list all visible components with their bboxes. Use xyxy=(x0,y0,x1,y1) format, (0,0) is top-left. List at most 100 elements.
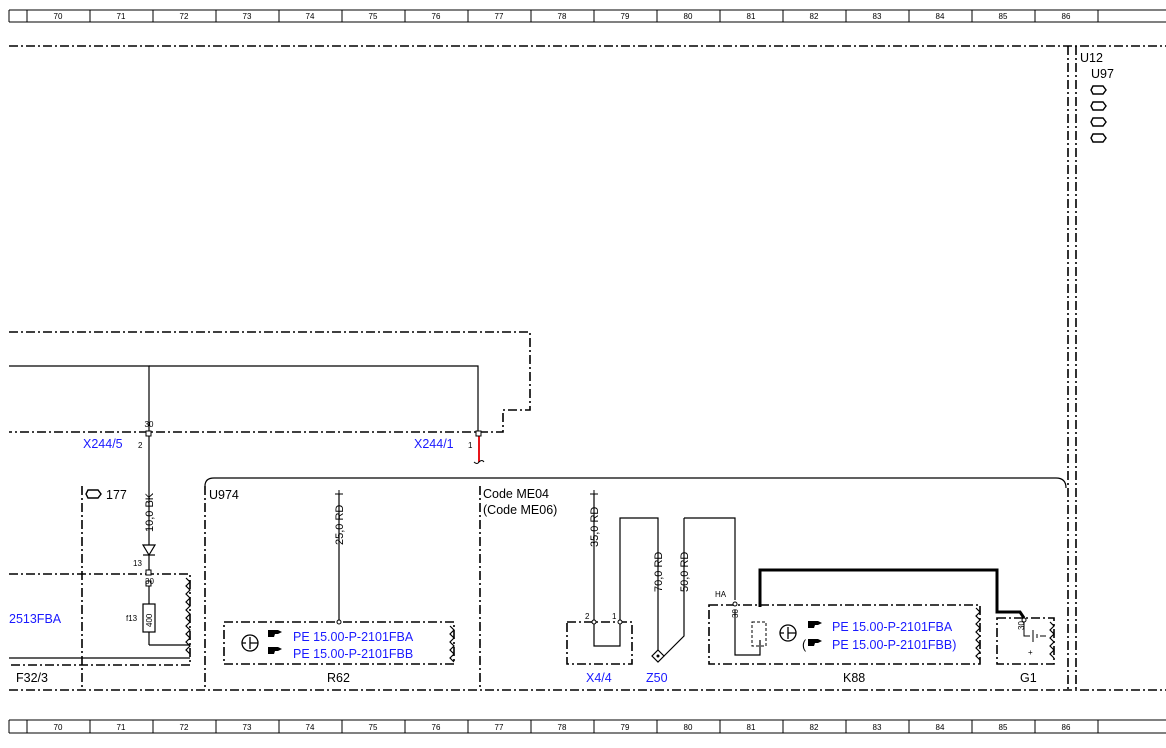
bottom-col-74: 74 xyxy=(306,723,315,732)
fuse-name: f13 xyxy=(126,614,138,623)
u97-label: U97 xyxy=(1091,67,1114,81)
engine-icons-u97 xyxy=(1090,85,1107,143)
z50-link[interactable]: Z50 xyxy=(646,671,668,685)
top-col-83: 83 xyxy=(873,12,882,21)
bottom-col-77: 77 xyxy=(495,723,504,732)
x244-5-top-pin: 30 xyxy=(145,420,154,429)
top-col-79: 79 xyxy=(621,12,630,21)
top-col-75: 75 xyxy=(369,12,378,21)
bottom-col-76: 76 xyxy=(432,723,441,732)
wire-10bk-label: 10,0 BK xyxy=(144,492,156,532)
k88-label: K88 xyxy=(843,671,865,685)
hand-icon-k88-2 xyxy=(808,639,822,646)
bottom-col-85: 85 xyxy=(999,723,1008,732)
top-col-85: 85 xyxy=(999,12,1008,21)
ref-177-label: 177 xyxy=(106,488,127,502)
hand-icon-r62-1 xyxy=(268,630,282,637)
x4-4-pin-1: 1 xyxy=(612,612,617,621)
top-col-86: 86 xyxy=(1062,12,1071,21)
wire-50rd-label: 50,0 RD xyxy=(679,552,691,592)
engine-icon-2 xyxy=(1090,101,1107,111)
code-me04-label: Code ME04 xyxy=(483,487,549,501)
engine-icon-3 xyxy=(1090,117,1107,127)
bottom-col-80: 80 xyxy=(684,723,693,732)
r62-label: R62 xyxy=(327,671,350,685)
transistor-icon-r62 xyxy=(241,634,259,652)
reference-hand-icons xyxy=(268,621,822,654)
bottom-col-81: 81 xyxy=(747,723,756,732)
top-col-71: 71 xyxy=(117,12,126,21)
diode-icon xyxy=(141,544,157,557)
fuse-body xyxy=(142,603,156,633)
wire-break-icon xyxy=(473,460,485,464)
bottom-col-73: 73 xyxy=(243,723,252,732)
top-col-81: 81 xyxy=(747,12,756,21)
r62-ref-link-2[interactable]: PE 15.00-P-2101FBB xyxy=(293,647,413,661)
top-col-70: 70 xyxy=(54,12,63,21)
top-col-72: 72 xyxy=(180,12,189,21)
bottom-col-71: 71 xyxy=(117,723,126,732)
transistor-icon-k88 xyxy=(779,624,797,642)
top-col-84: 84 xyxy=(936,12,945,21)
top-col-78: 78 xyxy=(558,12,567,21)
bottom-col-72: 72 xyxy=(180,723,189,732)
fuse-pin-30: 30 xyxy=(145,577,154,586)
z50-splice-dot xyxy=(656,654,660,658)
top-col-76: 76 xyxy=(432,12,441,21)
top-ruler: 70 71 72 73 74 75 76 77 78 79 80 81 82 8… xyxy=(8,9,1166,23)
wire-70rd-label: 70,0 RD xyxy=(653,552,665,592)
k88-pin-30: 30 xyxy=(731,609,740,618)
bottom-col-82: 82 xyxy=(810,723,819,732)
top-col-82: 82 xyxy=(810,12,819,21)
bottom-col-78: 78 xyxy=(558,723,567,732)
r62-ref-link-1[interactable]: PE 15.00-P-2101FBA xyxy=(293,630,414,644)
hand-icon-k88-1 xyxy=(808,621,822,628)
wire-35rd-label: 35,0 RD xyxy=(589,507,601,547)
bottom-col-70: 70 xyxy=(54,723,63,732)
bottom-col-79: 79 xyxy=(621,723,630,732)
battery-icon xyxy=(1023,622,1046,642)
top-col-80: 80 xyxy=(684,12,693,21)
fuse-pin-13: 13 xyxy=(133,559,142,568)
k88-open-paren: ( xyxy=(802,638,807,652)
u974-label: U974 xyxy=(209,488,239,502)
engine-icon-1 xyxy=(1090,85,1107,95)
code-me06-label: (Code ME06) xyxy=(483,503,557,517)
u974-bracket xyxy=(204,477,1067,489)
hand-icon-r62-2 xyxy=(268,647,282,654)
wires xyxy=(9,365,761,659)
k88-ref-link-2[interactable]: PE 15.00-P-2101FBB) xyxy=(832,638,956,652)
engine-icon-177 xyxy=(85,489,102,499)
u12-label: U12 xyxy=(1080,51,1103,65)
wire-ends xyxy=(335,490,598,498)
bottom-ruler: 70 71 72 73 74 75 76 77 78 79 80 81 82 8… xyxy=(8,719,1166,734)
x244-1-pin: 1 xyxy=(468,441,473,450)
break-marks xyxy=(185,577,1055,663)
x4-4-pin-2: 2 xyxy=(585,612,590,621)
bottom-col-75: 75 xyxy=(369,723,378,732)
wire-25rd-label: 25,0 RD xyxy=(334,505,346,545)
heavy-wire-g1 xyxy=(758,568,1026,619)
g1-label: G1 xyxy=(1020,671,1037,685)
bottom-col-84: 84 xyxy=(936,723,945,732)
g1-pin-30: 30 xyxy=(1017,621,1026,630)
top-col-73: 73 xyxy=(243,12,252,21)
bottom-col-83: 83 xyxy=(873,723,882,732)
terminals xyxy=(145,430,1027,625)
top-col-77: 77 xyxy=(495,12,504,21)
bottom-col-86: 86 xyxy=(1062,723,1071,732)
x244-5-link[interactable]: X244/5 xyxy=(83,437,123,451)
x244-1-link[interactable]: X244/1 xyxy=(414,437,454,451)
x4-4-link[interactable]: X4/4 xyxy=(586,671,612,685)
relay-coil-icon xyxy=(751,621,767,647)
k88-ref-link-1[interactable]: PE 15.00-P-2101FBA xyxy=(832,620,953,634)
fuse-value: 400 xyxy=(145,613,154,627)
x244-5-pin: 2 xyxy=(138,441,143,450)
ref-2513fba-link[interactable]: 2513FBA xyxy=(9,612,62,626)
k88-ha-label: HA xyxy=(715,590,727,599)
g1-plus: + xyxy=(1028,648,1033,657)
f32-3-label: F32/3 xyxy=(16,671,48,685)
group-boundaries xyxy=(9,45,1166,691)
